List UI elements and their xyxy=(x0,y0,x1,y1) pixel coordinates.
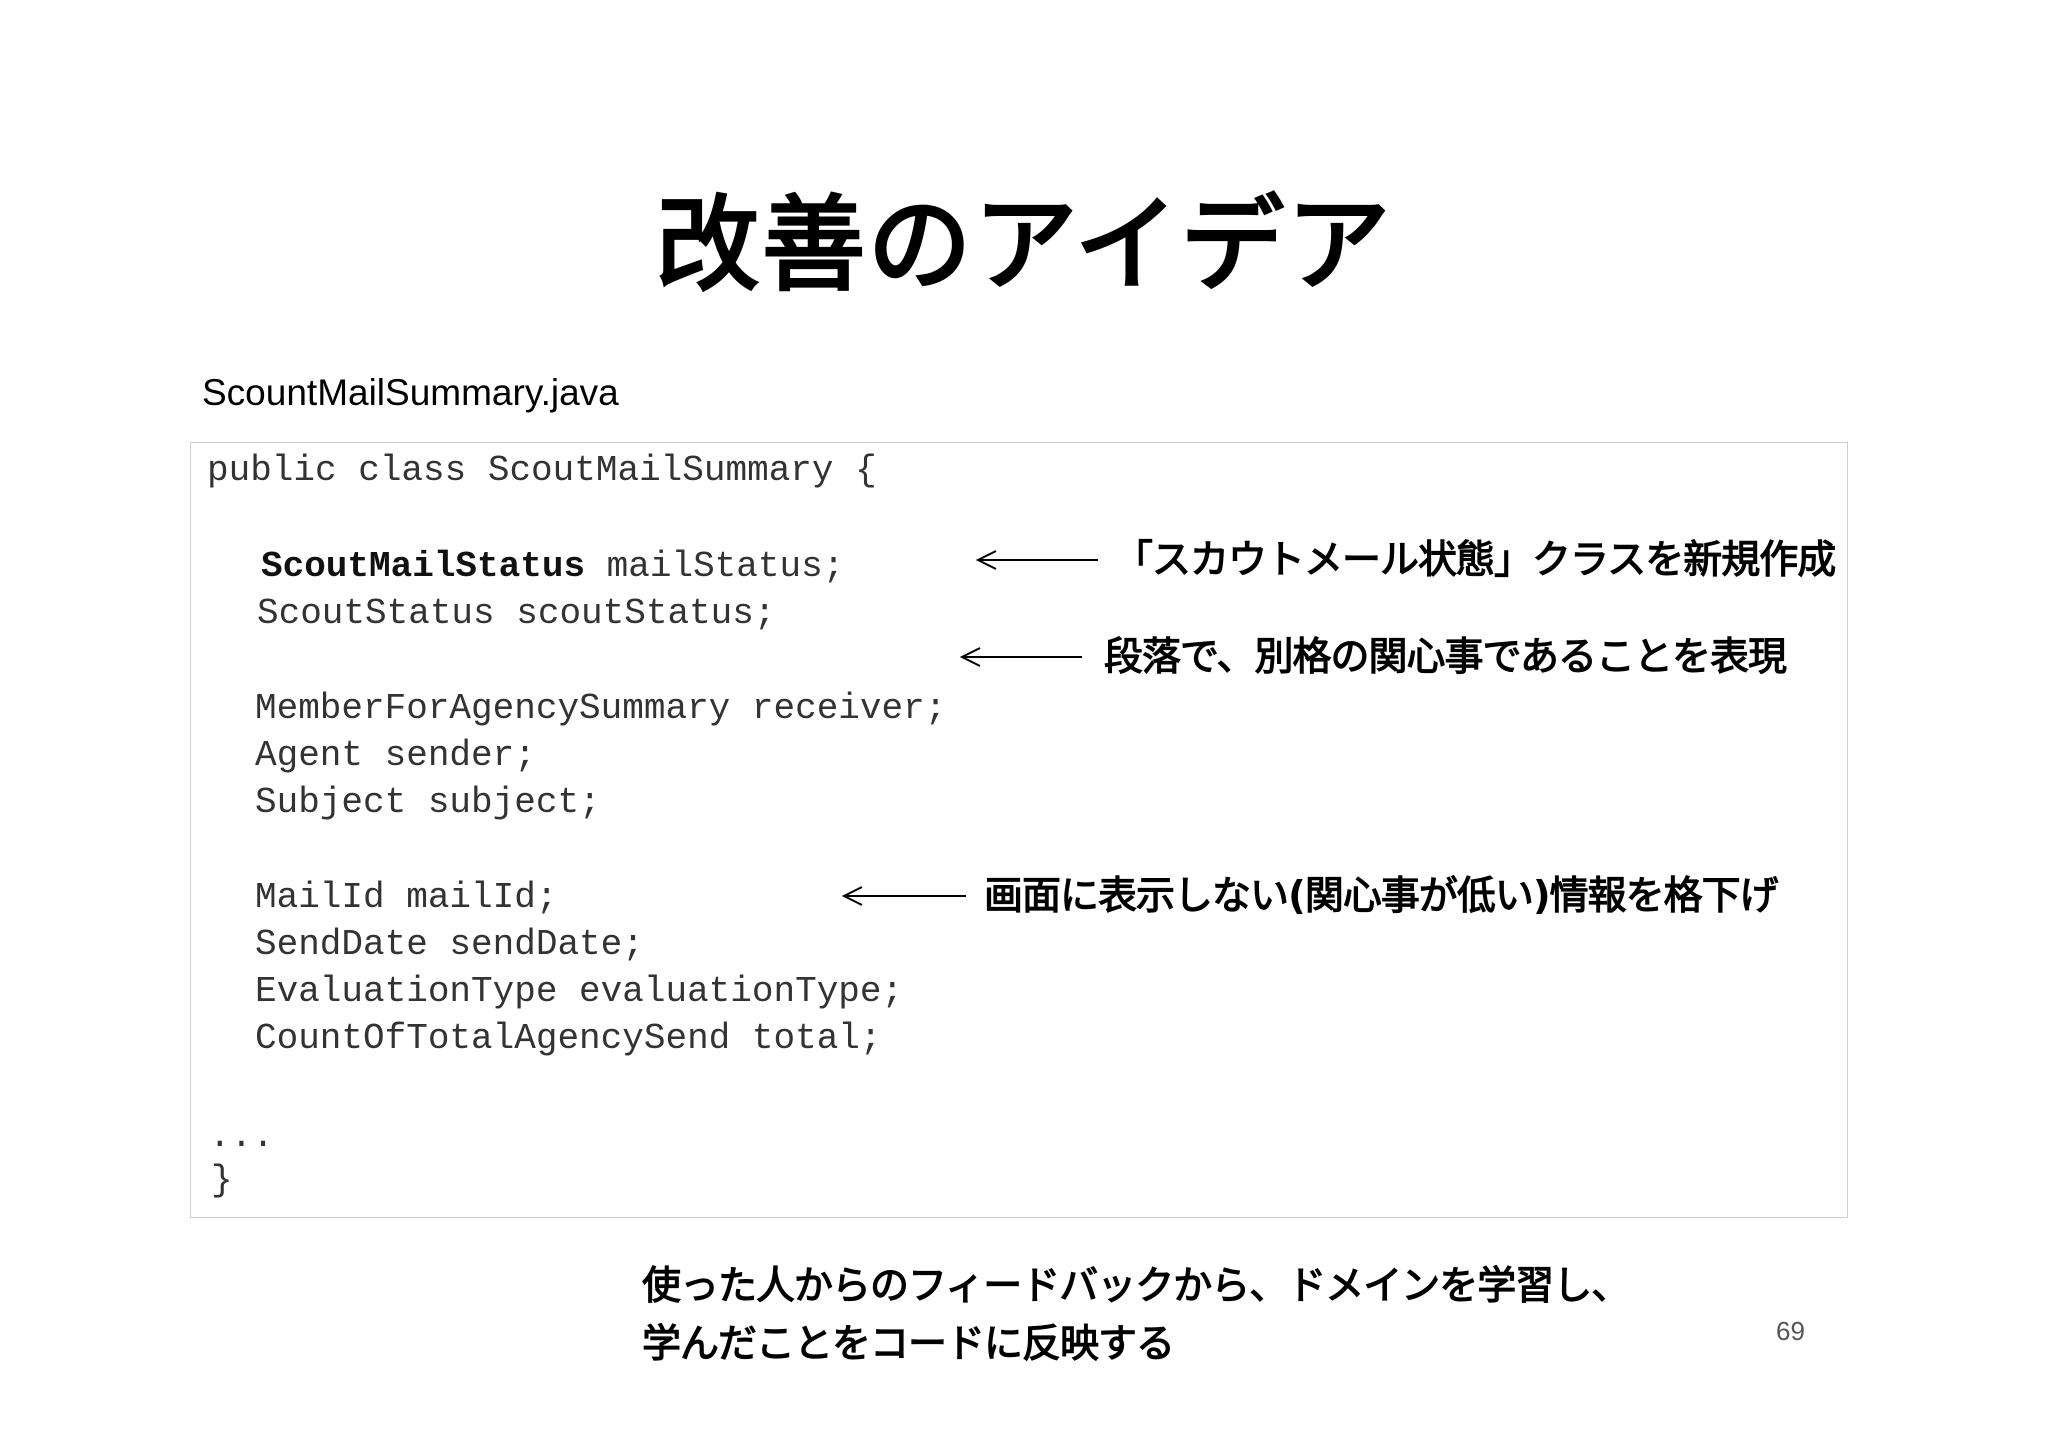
arrow-left-icon xyxy=(976,548,1100,572)
file-name: ScountMailSummary.java xyxy=(202,372,619,413)
code-line-class-close: } xyxy=(211,1160,233,1201)
slide-title: 改善のアイデア xyxy=(655,184,1393,306)
code-line-mail-id: MailId mailId; xyxy=(255,877,558,918)
arrow-left-icon xyxy=(842,884,968,908)
code-line-class-open: public class ScoutMailSummary { xyxy=(207,450,877,491)
code-line-subject: Subject subject; xyxy=(255,782,601,823)
summary-line-2: 学んだことをコードに反映する xyxy=(642,1322,1175,1367)
code-line-send-date: SendDate sendDate; xyxy=(255,924,644,965)
code-line-sender: Agent sender; xyxy=(255,735,536,776)
summary-text: 使った人からのフィードバックから、ドメインを学習し、 学んだことをコードに反映す… xyxy=(642,1258,1630,1374)
code-line-evaluation-type: EvaluationType evaluationType; xyxy=(255,971,904,1012)
code-line-scout-status: ScoutStatus scoutStatus; xyxy=(257,593,776,634)
mail-status-field: mailStatus; xyxy=(585,546,845,587)
code-line-mail-status: ScoutMailStatus mailStatus; xyxy=(261,545,844,589)
code-line-total: CountOfTotalAgencySend total; xyxy=(255,1018,882,1059)
arrow-left-icon xyxy=(960,645,1084,669)
code-line-receiver: MemberForAgencySummary receiver; xyxy=(255,688,947,729)
annotation-new-class: 「スカウトメール状態」クラスを新規作成 xyxy=(1114,538,1836,583)
code-block: public class ScoutMailSummary { ScoutMai… xyxy=(190,442,1848,1218)
code-line-ellipsis: ... xyxy=(209,1116,274,1157)
annotation-demote: 画面に表示しない(関心事が低い)情報を格下げ xyxy=(984,874,1779,919)
summary-line-1: 使った人からのフィードバックから、ドメインを学習し、 xyxy=(642,1264,1630,1309)
mail-status-type: ScoutMailStatus xyxy=(261,546,586,587)
page-number: 69 xyxy=(1776,1316,1805,1346)
annotation-paragraph: 段落で、別格の関心事であることを表現 xyxy=(1104,635,1787,680)
